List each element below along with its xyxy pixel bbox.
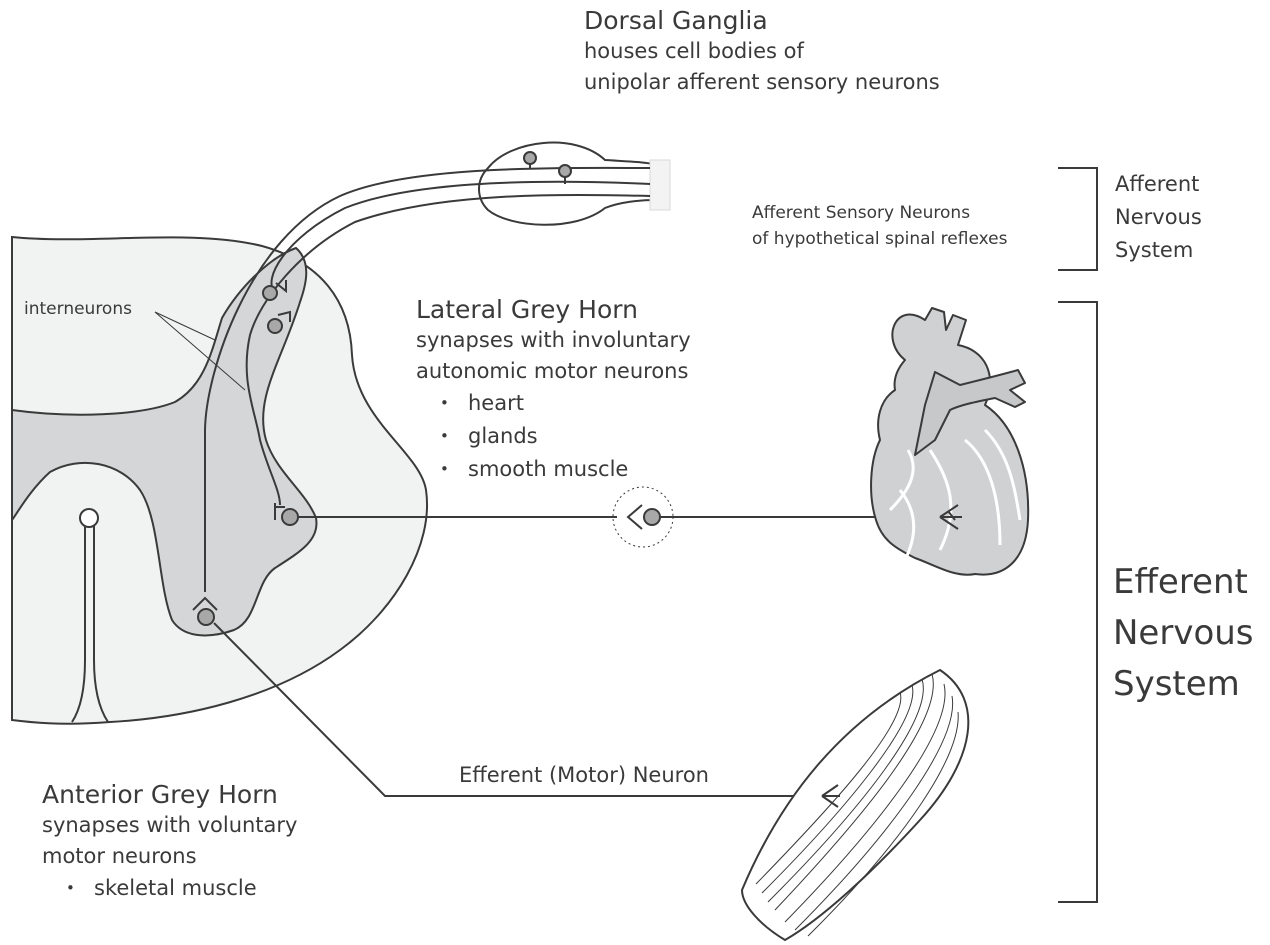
afferent-sensory-label: Afferent Sensory Neurons of hypothetical…: [752, 200, 1007, 252]
dorsal-ganglia-line-1: houses cell bodies of: [584, 36, 940, 67]
skeletal-muscle: [742, 670, 968, 940]
afferent-system-line-2: Nervous: [1115, 201, 1202, 234]
lateral-horn-bullets: heart glands smooth muscle: [438, 387, 691, 486]
autonomic-synapse: [628, 505, 642, 529]
lateral-horn-title: Lateral Grey Horn: [416, 295, 691, 325]
lateral-horn-line-1: synapses with involuntary: [416, 325, 691, 356]
efferent-system-line-1: Efferent: [1113, 557, 1254, 608]
lateral-horn-bullet-smooth-muscle: smooth muscle: [438, 453, 691, 486]
central-canal: [80, 509, 98, 527]
dorsal-ganglia-label: Dorsal Ganglia houses cell bodies of uni…: [584, 6, 940, 98]
afferent-system-label: Afferent Nervous System: [1115, 168, 1202, 267]
afferent-bracket: [1058, 168, 1097, 270]
nerve-cut-end: [650, 160, 670, 210]
dorsal-ganglia-title: Dorsal Ganglia: [584, 6, 940, 36]
interneuron-cell-2: [268, 319, 282, 333]
ganglion-cell-body-1: [524, 152, 536, 164]
efferent-system-line-3: System: [1113, 659, 1254, 710]
anterior-horn-title: Anterior Grey Horn: [42, 780, 297, 810]
afferent-system-line-1: Afferent: [1115, 168, 1202, 201]
heart: [871, 308, 1028, 575]
efferent-system-label: Efferent Nervous System: [1113, 557, 1254, 710]
lateral-horn-bullet-heart: heart: [438, 387, 691, 420]
lateral-horn-label: Lateral Grey Horn synapses with involunt…: [416, 295, 691, 486]
lateral-horn-line-2: autonomic motor neurons: [416, 356, 691, 387]
autonomic-cell-body: [644, 509, 660, 525]
anterior-horn-bullets: skeletal muscle: [64, 872, 297, 905]
anterior-horn-label: Anterior Grey Horn synapses with volunta…: [42, 780, 297, 905]
ganglion-cell-body-2: [559, 165, 571, 177]
efferent-neuron-label: Efferent (Motor) Neuron: [459, 760, 709, 791]
efferent-system-line-2: Nervous: [1113, 608, 1254, 659]
anterior-horn-line-1: synapses with voluntary: [42, 810, 297, 841]
interneurons-label: interneurons: [24, 296, 132, 322]
afferent-system-line-3: System: [1115, 234, 1202, 267]
afferent-sensory-line-1: Afferent Sensory Neurons: [752, 200, 1007, 226]
anterior-horn-cell-body: [198, 609, 214, 625]
afferent-sensory-line-2: of hypothetical spinal reflexes: [752, 226, 1007, 252]
efferent-bracket: [1058, 302, 1097, 902]
dorsal-ganglia-line-2: unipolar afferent sensory neurons: [584, 67, 940, 98]
anterior-horn-bullet-skeletal-muscle: skeletal muscle: [64, 872, 297, 905]
interneuron-cell-1: [263, 286, 277, 300]
anterior-horn-line-2: motor neurons: [42, 841, 297, 872]
lateral-horn-cell-body: [282, 509, 298, 525]
lateral-horn-bullet-glands: glands: [438, 420, 691, 453]
